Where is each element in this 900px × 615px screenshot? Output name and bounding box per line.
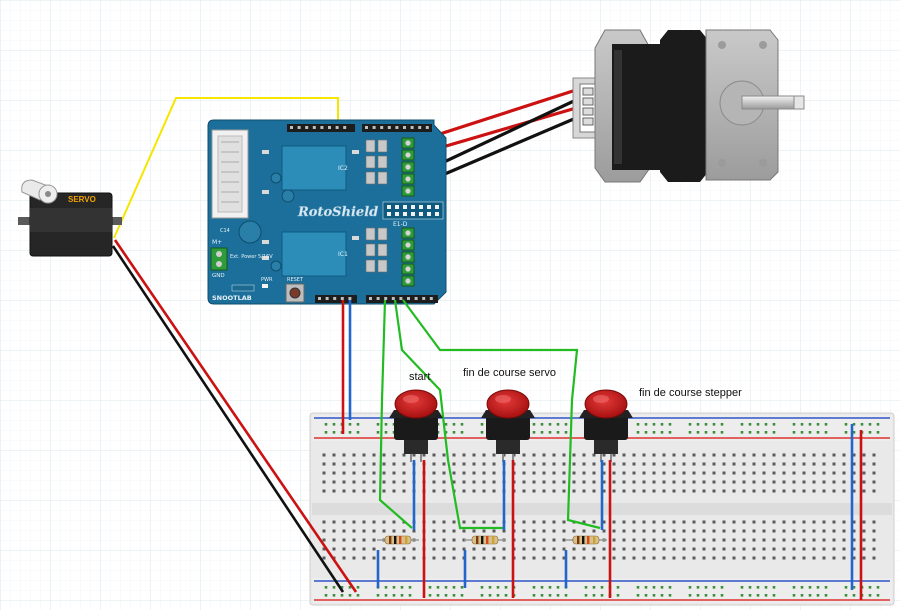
jumper-block [382,201,444,220]
stepper-motor [572,29,805,183]
motor-terminals [401,137,415,287]
breadboard-rail-holes [324,423,880,597]
rotoshield-logo: RotoShield [297,205,378,220]
start-signal-wire [378,299,413,529]
ic1-label: IC1 [338,251,348,258]
breadboard-jumpers [376,424,863,600]
resistor [464,535,506,545]
reset-label: RESET [287,277,304,283]
signal-wires [378,299,601,530]
icsp-label: E1-D [393,221,408,228]
servo-power-wire [113,239,358,593]
ext-power-label: Ext. Power 5/16V [230,254,273,260]
button-cap[interactable] [394,389,438,419]
ext-power-terminal [210,247,228,271]
stepper-limit-signal-wire [402,299,601,530]
servo-label: SERVO [68,195,96,204]
resistors [377,535,607,545]
capacitor-c14 [238,220,262,244]
servo-signal-wire [113,97,339,239]
rotoshield-board: IC2 IC1 C14 E1-D RotoShield M+ GND Ext. … [207,119,447,305]
servo-limit-signal-wire [393,299,505,530]
push-buttons [389,389,633,462]
resistor [377,535,419,545]
smd-components [262,139,388,273]
bottom-power-rail [312,578,892,603]
gnd-label: GND [212,273,225,279]
m-plus-label: M+ [212,239,222,246]
c14-label: C14 [220,228,230,234]
brand-label: SNOOTLAB [212,294,252,302]
servo-limit-label: fin de course servo [463,367,556,379]
button-cap[interactable] [486,389,530,419]
ic1-chip [281,231,347,277]
ic2-label: IC2 [338,165,348,172]
start-label: start [409,371,431,383]
servo-motor: SERVO [18,179,122,257]
push-button-3[interactable] [579,389,633,462]
breadboard-holes [322,453,876,560]
button-cap[interactable] [584,389,628,419]
pwr-label: PWR [261,277,273,283]
resistor [565,535,607,545]
stepper-limit-label: fin de course stepper [639,387,742,399]
ic2-chip [281,145,347,191]
push-button-1[interactable] [389,389,443,462]
pwr-led [262,284,268,288]
header-pins [290,126,433,300]
servo-ground-wire [111,245,345,593]
